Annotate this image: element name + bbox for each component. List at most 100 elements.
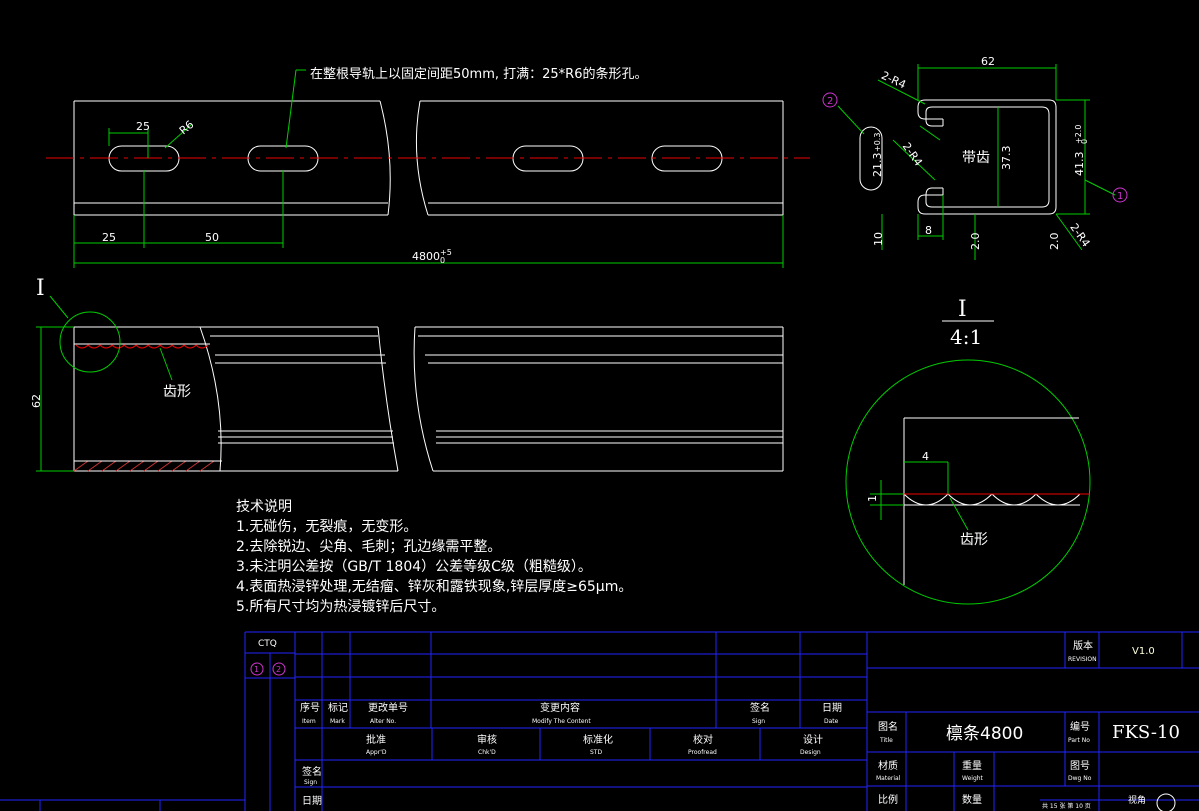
tb-angle: 视角 <box>1128 794 1146 806</box>
detail-mark: I <box>36 276 45 301</box>
note-item-3: 3.未注明公差按（GB/T 1804）公差等级C级（粗糙级）。 <box>236 559 592 575</box>
tb-approve: 批准 <box>366 733 386 746</box>
tb-partno-val: FKS-10 <box>1112 722 1180 743</box>
dim-total-tol: 0 <box>440 256 445 265</box>
tb-sheets: 共 15 张 第 10 页 <box>1042 802 1091 810</box>
tb-proof-en: Proofread <box>688 749 717 756</box>
tb-sign2-en: Sign <box>304 779 317 786</box>
tb-sign-en: Sign <box>752 718 765 725</box>
tb-mark: 标记 <box>328 702 348 714</box>
tb-date: 日期 <box>822 702 842 714</box>
tb-sign: 签名 <box>750 701 770 714</box>
balloon-2-label: 2 <box>827 96 833 107</box>
tb-partno-en: Part No <box>1068 737 1090 744</box>
sec-width: 62 <box>981 55 995 68</box>
tb-content: 变更内容 <box>540 701 580 714</box>
tb-date2: 日期 <box>302 795 322 807</box>
note-item-2: 2.去除锐边、尖角、毛刺；孔边缘需平整。 <box>236 539 502 555</box>
tb-revision-en: REVISION <box>1068 656 1097 663</box>
rail-side-view <box>73 326 784 472</box>
balloon-1-label: 1 <box>1117 191 1123 202</box>
sec-inner: 37.3 <box>1000 146 1013 171</box>
notes-title: 技术说明 <box>236 499 292 515</box>
tb-title-lbl-en: Title <box>879 737 893 744</box>
detail-tooth-label: 齿形 <box>960 532 988 548</box>
top-note: 在整根导轨上以固定间距50mm, 打满：25*R6的条形孔。 <box>310 66 647 82</box>
tb-ratio: 比例 <box>878 793 898 806</box>
tb-content-en: Modify The Content <box>532 718 591 725</box>
tb-check: 审核 <box>477 733 497 746</box>
front-view-dimensions <box>73 69 784 268</box>
detail-title: I <box>958 297 967 322</box>
dim-slot-len: 25 <box>136 120 150 133</box>
detail-pitch: 4 <box>922 450 929 463</box>
sec-b8: 8 <box>925 224 932 237</box>
tb-dwgno: 图号 <box>1070 760 1090 772</box>
tb-mark-en: Mark <box>330 718 345 725</box>
tb-date-en: Date <box>824 718 839 725</box>
tb-design: 设计 <box>803 733 823 746</box>
section-teeth-label: 带齿 <box>962 150 990 166</box>
ctq-balloon-1 <box>250 662 264 676</box>
note-item-5: 5.所有尺寸均为热浸镀锌后尺寸。 <box>236 599 446 615</box>
sec-outer-tol-up: +2.0 <box>1074 125 1083 144</box>
balloon-2 <box>822 92 838 108</box>
dim-edge: 25 <box>102 231 116 244</box>
sec-outer-tol-low: 0 <box>1080 139 1089 144</box>
detail-circle-marker <box>59 311 121 373</box>
tb-title-lbl: 图名 <box>878 720 898 733</box>
cross-section-view <box>859 99 1057 215</box>
note-item-4: 4.表面热浸锌处理,无结瘤、锌灰和露铁现象,锌层厚度≥65μm。 <box>236 579 633 595</box>
detail-scale: 4:1 <box>950 325 982 349</box>
tb-material: 材质 <box>878 759 898 772</box>
tb-ctq: CTQ <box>258 639 277 649</box>
sec-b2: 2.0 <box>969 233 982 251</box>
sec-lip: 21.3 <box>871 153 884 178</box>
tb-ctq2: 2 <box>276 665 281 674</box>
balloon-1 <box>1112 187 1128 203</box>
tb-weight: 重量 <box>962 759 982 772</box>
tb-check-en: Chk'D <box>478 749 496 756</box>
tooth-label-main: 齿形 <box>163 384 191 400</box>
tb-ctq1: 1 <box>254 665 259 674</box>
tb-proof: 校对 <box>693 733 713 746</box>
tb-design-en: Design <box>800 749 821 756</box>
sec-lip-tol: +0.3 <box>873 133 882 152</box>
tb-alter: 更改单号 <box>368 701 408 714</box>
tb-seq-en: Item <box>302 718 316 725</box>
tooth-profile-side <box>75 344 209 349</box>
side-view-dimensions <box>36 295 173 472</box>
tb-approve-en: Appr'D <box>366 749 387 756</box>
dim-height: 62 <box>30 394 43 408</box>
dim-total: 4800 <box>412 250 440 263</box>
tb-title-val: 檩条4800 <box>946 724 1023 744</box>
note-item-1: 1.无碰伤，无裂痕，无变形。 <box>236 519 418 535</box>
sec-outer: 41.3 <box>1073 152 1086 177</box>
title-block-grid <box>0 631 1199 811</box>
dim-pitch: 50 <box>205 231 219 244</box>
logo-circle <box>1156 793 1176 811</box>
section-dimensions <box>837 64 1116 260</box>
tb-weight-en: Weight <box>962 775 984 782</box>
dim-total-tol-up: +5 <box>440 248 452 257</box>
tb-material-en: Material <box>876 775 901 782</box>
detail-depth: 1 <box>866 495 879 502</box>
tb-sign2: 签名 <box>302 765 322 778</box>
tb-std-en: STD <box>590 749 602 756</box>
tb-revision: 版本 <box>1073 639 1093 652</box>
hatch-pattern <box>73 460 215 472</box>
tb-partno: 编号 <box>1070 720 1090 733</box>
tb-std: 标准化 <box>583 733 613 746</box>
tb-alter-en: Alter No. <box>370 718 396 725</box>
tb-revision-val: V1.0 <box>1132 646 1155 657</box>
sec-b10: 10 <box>872 232 885 246</box>
detail-dimensions <box>870 461 969 531</box>
tb-qty: 数量 <box>962 793 982 806</box>
ctq-balloon-2 <box>272 662 286 676</box>
detail-circle <box>845 359 1091 605</box>
tb-dwgno-en: Dwg No <box>1068 775 1092 782</box>
detail-profile <box>903 417 1080 585</box>
sec-t2: 2.0 <box>1048 233 1061 251</box>
tb-seq: 序号 <box>300 701 320 714</box>
